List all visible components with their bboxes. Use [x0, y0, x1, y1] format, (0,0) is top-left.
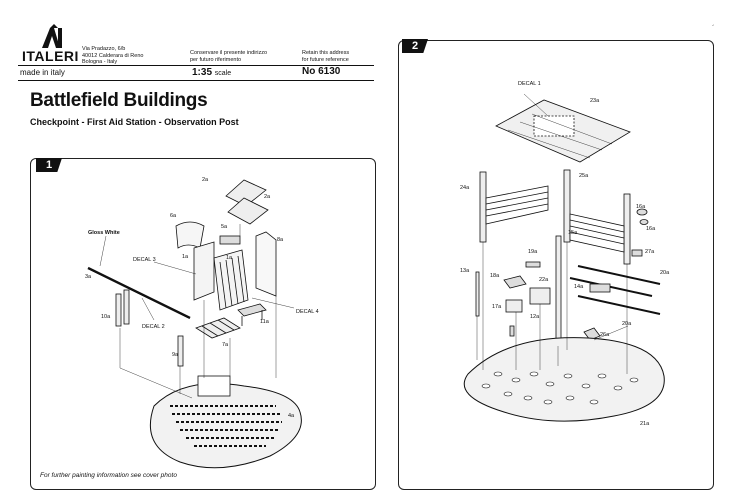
paint-note: Gloss White	[88, 230, 120, 236]
part-label: 15a	[568, 230, 578, 236]
conserve-note: Conservare il presente indirizzo per fut…	[190, 50, 268, 63]
part-label: 13a	[460, 268, 470, 274]
part-label: 2a	[264, 194, 271, 200]
header-divider-bottom	[18, 80, 374, 81]
company-address: Via Pradazzo, 6/b 40012 Calderara di Ren…	[82, 46, 144, 65]
part-label: 12a	[530, 314, 540, 320]
part-label: 1a	[226, 255, 233, 261]
part-label: 4a	[288, 413, 295, 419]
part-label: 10a	[101, 314, 111, 320]
part-label: 20a	[622, 321, 632, 327]
part-label: 16a	[636, 204, 646, 210]
part-label: 17a	[492, 304, 502, 310]
part-label: 7a	[222, 342, 229, 348]
scale-label: 1:35 scale	[192, 67, 232, 78]
part-label: 26a	[600, 332, 610, 338]
part-label: 2a	[202, 177, 209, 183]
retain-note: Retain this address for future reference	[302, 50, 350, 63]
part-label: 19a	[528, 249, 538, 255]
part-label: 1a	[182, 254, 189, 260]
part-label: 23a	[590, 98, 600, 104]
part-label: 16a	[646, 226, 656, 232]
part-label: 24a	[460, 185, 470, 191]
part-label: 9a	[172, 352, 179, 358]
part-label: 18a	[490, 273, 500, 279]
decal-label: DECAL 3	[133, 257, 156, 263]
part-label: 11a	[260, 319, 269, 325]
part-label: 14a	[574, 284, 584, 290]
page-subtitle: Checkpoint - First Aid Station - Observa…	[30, 117, 239, 127]
decal-label: DECAL 2	[142, 324, 165, 330]
step-1-badge: 1	[36, 158, 62, 172]
part-label: 22a	[539, 277, 549, 283]
part-label: 6a	[170, 213, 177, 219]
italeri-logo-icon	[42, 24, 62, 48]
decal-label: DECAL 1	[518, 81, 541, 87]
decal-label: DECAL 4	[296, 309, 319, 315]
brand-name: ITALERI	[22, 48, 79, 64]
kit-number: No 6130	[302, 66, 341, 77]
step-1-drawing	[87, 179, 302, 469]
part-label: 5a	[221, 224, 228, 230]
part-label: 8a	[277, 237, 284, 243]
part-label: 25a	[579, 173, 589, 179]
step-2-drawing	[463, 93, 665, 422]
part-label: 21a	[640, 421, 650, 427]
footnote: For further painting information see cov…	[40, 472, 177, 479]
step-2-badge: 2	[402, 39, 428, 53]
corner-mark: ´	[712, 24, 715, 33]
part-label: 20a	[660, 270, 670, 276]
part-label: 27a	[645, 249, 655, 255]
header-divider	[18, 65, 374, 66]
page-title: Battlefield Buildings	[30, 90, 208, 111]
made-in-label: made in italy	[20, 68, 65, 77]
part-label: 3a	[85, 274, 92, 280]
